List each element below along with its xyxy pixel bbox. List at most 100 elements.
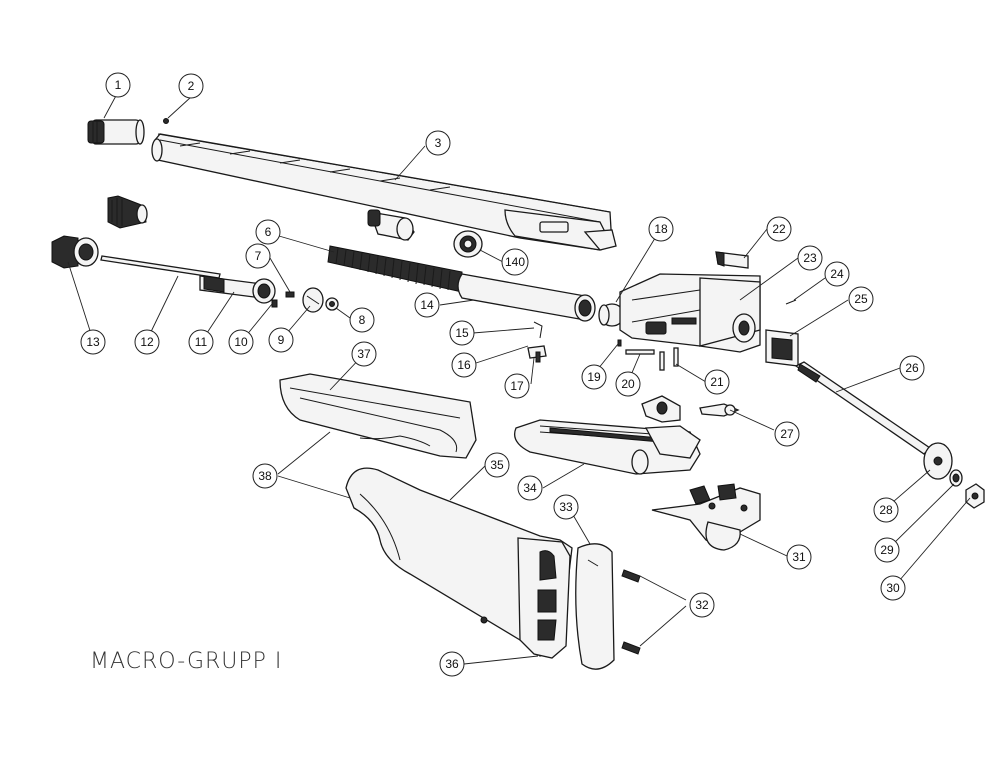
svg-text:23: 23 [803,251,817,265]
callout-16: 16 [451,352,477,378]
svg-text:28: 28 [879,503,893,517]
svg-text:31: 31 [792,550,806,564]
svg-text:26: 26 [905,361,919,375]
svg-text:27: 27 [780,427,794,441]
part-28-plate [923,442,953,480]
callout-28: 28 [873,497,899,523]
svg-text:7: 7 [255,249,262,263]
callout-9: 9 [268,327,294,353]
part-1-choke-tube [87,119,145,145]
callout-21: 21 [704,369,730,395]
svg-text:19: 19 [587,370,601,384]
callout-140: 140 [501,248,529,276]
callout-7: 7 [245,243,271,269]
part-35-stock [345,467,573,657]
part-13-magazine-cap [51,235,99,269]
svg-text:37: 37 [357,347,371,361]
svg-text:18: 18 [654,222,668,236]
callout-34: 34 [517,475,543,501]
part-2-sight-bead [163,118,169,124]
callout-19: 19 [581,364,607,390]
svg-text:140: 140 [505,255,525,269]
part-9-disc [302,287,324,313]
part-22-latch [715,251,749,269]
svg-text:14: 14 [420,298,434,312]
callout-3: 3 [425,130,451,156]
part-16-17-bolt-stop [527,345,547,363]
svg-text:12: 12 [140,335,154,349]
svg-text:30: 30 [886,581,900,595]
callout-35: 35 [484,452,510,478]
svg-text:22: 22 [772,222,786,236]
svg-text:35: 35 [490,458,504,472]
part-knurled-cap [107,195,148,229]
part-140-ring [453,230,483,258]
callout-10: 10 [228,329,254,355]
svg-text:29: 29 [880,543,894,557]
callout-17: 17 [504,373,530,399]
svg-text:32: 32 [695,598,709,612]
part-19-pin [617,339,622,347]
part-23-receiver [619,273,761,353]
part-21-pins [659,347,679,371]
part-14-magazine-tube [457,273,596,322]
callout-33: 33 [553,494,579,520]
svg-text:15: 15 [455,326,469,340]
callout-22: 22 [766,216,792,242]
callout-25: 25 [848,286,874,312]
callout-30: 30 [880,575,906,601]
part-8-nut [325,297,339,311]
callout-11: 11 [188,329,214,355]
callout-27: 27 [774,421,800,447]
callout-31: 31 [786,544,812,570]
callout-12: 12 [134,329,160,355]
callout-38: 38 [252,463,278,489]
part-bolt-head [641,395,681,423]
part-24-pin [785,299,797,305]
callout-37: 37 [351,341,377,367]
svg-text:8: 8 [359,313,366,327]
part-31-trigger-group [651,483,761,551]
part-32-screws [621,569,641,655]
svg-text:20: 20 [621,377,635,391]
callout-26: 26 [899,355,925,381]
part-11-magazine-tube [199,275,276,304]
svg-text:34: 34 [523,481,537,495]
part-15-spring-pin [533,321,543,339]
part-33-recoil-pad [575,543,615,670]
svg-text:1: 1 [115,78,122,92]
part-gas-cylinder [367,209,415,241]
diagram-title: MACRO-GRUPP I [90,649,282,674]
callout-2: 2 [178,73,204,99]
svg-text:16: 16 [457,358,471,372]
part-34-bolt-carrier [513,419,701,475]
part-25-gasket [765,329,799,367]
svg-text:6: 6 [265,225,272,239]
callout-20: 20 [615,371,641,397]
svg-text:21: 21 [710,375,724,389]
part-12-rod [100,255,221,279]
part-36-butt-plate [517,537,571,659]
part-3-barrel [151,133,617,251]
part-30-nut [965,483,985,509]
part-7-screw [285,291,295,298]
svg-text:11: 11 [195,335,208,349]
callout-36: 36 [439,651,465,677]
svg-text:13: 13 [86,335,100,349]
callout-1: 1 [105,72,131,98]
svg-text:3: 3 [435,136,442,150]
svg-text:2: 2 [188,79,195,93]
callout-8: 8 [349,307,375,333]
svg-text:36: 36 [445,657,459,671]
svg-text:25: 25 [854,292,868,306]
callout-18: 18 [648,216,674,242]
part-29-washer [949,469,963,487]
part-37-forend [279,373,477,459]
callout-29: 29 [874,537,900,563]
part-18-sleeve [598,303,625,327]
svg-text:33: 33 [559,500,573,514]
svg-text:10: 10 [234,335,248,349]
part-6-recoil-spring [327,245,463,293]
part-27-bolt-handle [699,403,740,417]
